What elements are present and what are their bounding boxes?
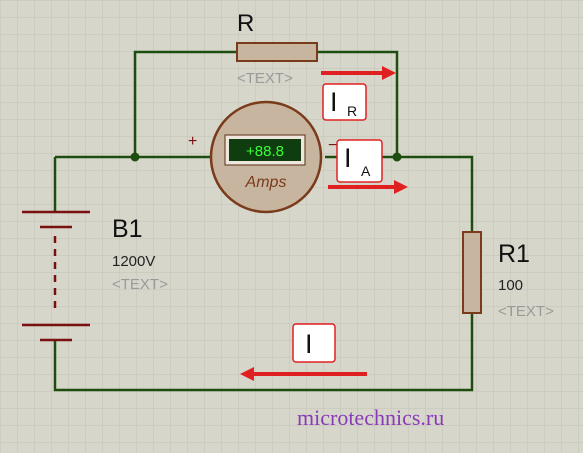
label-ir-symbol: I [330,87,338,117]
resistor-r1-body[interactable] [462,231,482,314]
ammeter-display [229,139,301,161]
resistor-r-name: R [237,10,254,37]
arrow-i-head [240,367,254,381]
battery-placeholder: <TEXT> [112,276,168,293]
label-ia-symbol: I [344,143,352,173]
resistor-r1-placeholder: <TEXT> [498,303,554,320]
resistor-r1-name: R1 [498,240,530,268]
ammeter-unit-label: Amps [245,174,287,191]
label-i-symbol: I [305,329,313,359]
label-i-box [292,323,336,363]
arrow-ir-head [382,66,396,80]
wire-bottom [53,313,474,392]
label-ia-subscript: A [361,163,371,179]
ammeter-plus-sign: + [188,133,197,150]
junction-dot-right [392,152,402,162]
wire-top-left [133,50,237,157]
label-ia-box [336,139,383,183]
resistor-r-body[interactable] [236,42,318,62]
battery-name: B1 [112,215,143,243]
arrow-ia-head [394,180,408,194]
junction-dot-left [130,152,140,162]
label-ir-subscript: R [347,103,357,119]
label-ir-box [322,83,367,121]
current-arrows [253,71,396,376]
battery-voltage: 1200V [112,253,155,270]
resistor-r-placeholder: <TEXT> [237,70,293,87]
ammeter-minus-sign: − [328,137,337,154]
battery-b1[interactable] [22,210,90,342]
watermark-text: microtechnics.ru [297,405,444,430]
ammeter-display-value: +88.8 [246,143,284,160]
resistor-r1-value: 100 [498,277,523,294]
wire-top-right [317,50,399,157]
